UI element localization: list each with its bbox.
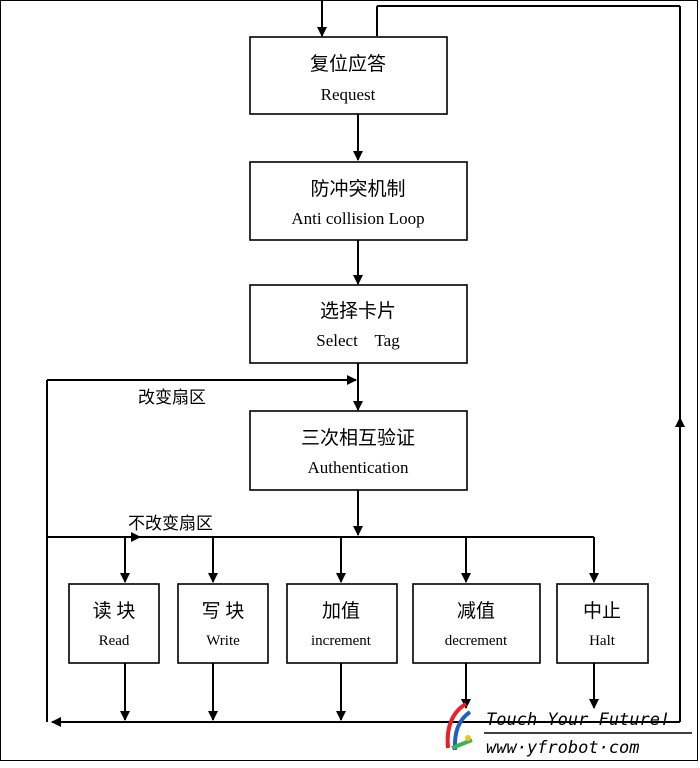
select-zh: 选择卡片 <box>320 300 396 322</box>
logo-green-stroke <box>451 738 473 750</box>
increment-en: increment <box>311 633 372 649</box>
select-en: Select Tag <box>316 331 400 350</box>
box-decrement <box>412 583 541 664</box>
box-authentication <box>249 410 468 491</box>
box-request <box>249 36 448 115</box>
read-en: Read <box>99 633 130 649</box>
yfrobot-logo <box>445 702 473 751</box>
write-en: Write <box>206 633 240 649</box>
logo-red-arc <box>445 702 468 749</box>
authentication-zh: 三次相互验证 <box>301 427 415 449</box>
halt-zh: 中止 <box>583 600 621 622</box>
decrement-zh: 减值 <box>457 600 495 622</box>
request-en: Request <box>321 85 376 104</box>
box-anticollision <box>249 161 468 241</box>
box-read <box>68 583 160 664</box>
write-zh: 写 块 <box>202 600 245 622</box>
box-increment <box>286 583 398 664</box>
decrement-en: decrement <box>445 633 508 649</box>
label-change-sector: 改变扇区 <box>138 388 206 407</box>
box-halt <box>556 583 649 664</box>
authentication-en: Authentication <box>307 458 409 477</box>
logo-yellow-dot <box>465 735 471 741</box>
anticollision-zh: 防冲突机制 <box>310 178 405 200</box>
box-write <box>177 583 269 664</box>
watermark-slogan: Touch Your Future! <box>486 710 670 730</box>
halt-en: Halt <box>589 633 616 649</box>
boxes <box>68 36 649 664</box>
connector-lines <box>46 0 685 727</box>
read-zh: 读 块 <box>93 600 136 622</box>
increment-zh: 加值 <box>322 600 360 622</box>
watermark-url: www·yfrobot·com <box>486 738 640 758</box>
anticollision-en: Anti collision Loop <box>291 209 424 228</box>
box-select <box>249 284 468 364</box>
label-keep-sector: 不改变扇区 <box>128 514 213 533</box>
request-zh: 复位应答 <box>310 53 386 75</box>
